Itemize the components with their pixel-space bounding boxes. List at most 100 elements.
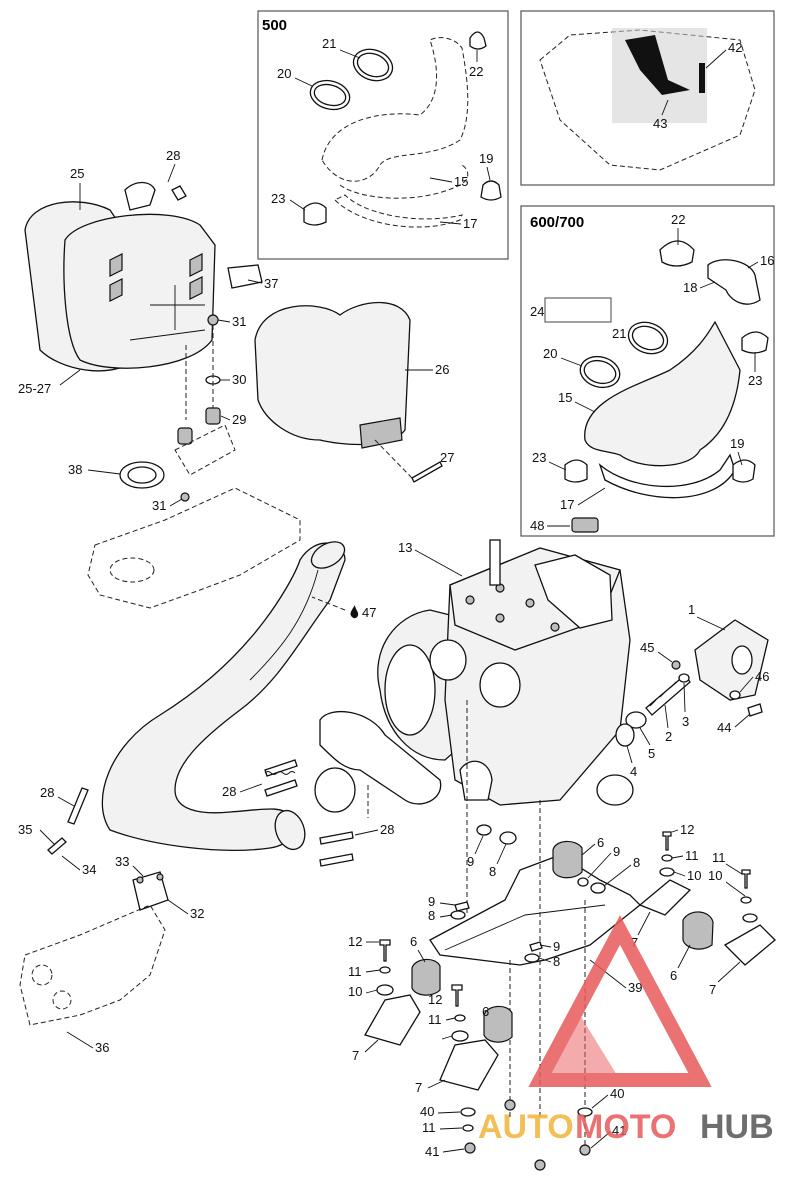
- exhaust-pipe-assembly: 47: [101, 541, 376, 851]
- washer-3: [678, 673, 690, 683]
- callout-11-center: 11: [428, 1012, 442, 1027]
- callout-9-upper: 9: [467, 854, 474, 869]
- clip-22: [469, 31, 487, 50]
- callout-23b-600: 23: [532, 450, 546, 465]
- engine-13: 13: [377, 539, 634, 806]
- clamp-19-600: [732, 459, 756, 483]
- intake-28-top: [124, 181, 156, 211]
- washer-8-left: [450, 910, 466, 920]
- callout-38: 38: [68, 462, 82, 477]
- callout-16: 16: [760, 253, 774, 268]
- nut-9-center: [529, 941, 543, 952]
- callout-23-600: 23: [748, 373, 762, 388]
- callout-23: 23: [271, 191, 285, 206]
- inset-box-chassis: 42 43: [520, 10, 775, 186]
- washer-10-center: [451, 1030, 469, 1042]
- callout-42: 42: [728, 40, 742, 55]
- washer-40-right: [577, 1107, 593, 1117]
- callout-40-left: 40: [420, 1104, 434, 1119]
- callout-7-right: 7: [631, 935, 638, 950]
- callout-8-mid: 8: [633, 855, 640, 870]
- rubber-mount-6-center: [483, 1005, 513, 1043]
- cover-26-body: [254, 301, 411, 446]
- washer-10-far: [742, 913, 758, 923]
- callout-11-right: 11: [685, 848, 699, 863]
- watermark-auto: AUTO: [478, 1108, 574, 1146]
- rubber-mount-6-right: [682, 911, 714, 950]
- nut-9-mid: [577, 877, 589, 887]
- callout-3: 3: [682, 714, 689, 729]
- tuned-pipe: [101, 542, 346, 851]
- mount-hardware: 31 30 29 38 31: [68, 314, 246, 513]
- box-title-500: 500: [262, 17, 287, 34]
- springs-28: 28 28 28 35 34: [18, 759, 394, 877]
- water-outlet: [534, 554, 613, 629]
- muffler-15-outline: [321, 37, 469, 182]
- washer-8-upper: [499, 831, 517, 845]
- mounts-left: 9 8 9 8 12 11 10 6 7 12 11 6: [348, 894, 560, 1095]
- callout-31a: 31: [232, 314, 246, 329]
- lockwasher-11-far: [740, 896, 752, 904]
- washer-40-left: [460, 1107, 476, 1117]
- callout-25-27: 25-27: [18, 381, 51, 396]
- callout-5: 5: [648, 746, 655, 761]
- nut-45: [671, 660, 681, 670]
- lockwasher-11-lower: [462, 1124, 474, 1132]
- mount-bracket-7-far: [723, 924, 776, 966]
- callout-12-left: 12: [348, 934, 362, 949]
- callout-47: 47: [362, 605, 376, 620]
- airbox-base-dashed: [87, 487, 301, 609]
- callout-10-right: 10: [687, 868, 701, 883]
- callout-6-upper: 6: [597, 835, 604, 850]
- nut-9-upper: [476, 824, 492, 836]
- bolt-12-right: [662, 831, 672, 851]
- inset-box-600-700: 600/700 22 16 18 24 21 20 23 15 19 23 17…: [520, 205, 775, 537]
- exhaust-bracket: 33 32 36: [19, 854, 204, 1055]
- callout-7-far: 7: [709, 982, 716, 997]
- watermark-logo: AUTO MOTO HUB: [478, 915, 774, 1146]
- rubber-mount-6-upper: [552, 840, 583, 879]
- callout-6-right: 6: [670, 968, 677, 983]
- inset-box-500: 500 21 20 22 19 15 23 17: [257, 10, 509, 260]
- callout-8-upper: 8: [489, 864, 496, 879]
- callout-41-right: 41: [612, 1123, 626, 1138]
- callout-11-lower-left: 11: [422, 1120, 436, 1135]
- nut-9-left: [454, 901, 470, 912]
- callout-39: 39: [628, 980, 642, 995]
- callout-26: 26: [435, 362, 449, 377]
- nut-31b: [180, 492, 190, 502]
- manifold-flange: [314, 767, 356, 813]
- watermark-moto: MOTO: [575, 1108, 676, 1146]
- callout-25: 25: [70, 166, 84, 181]
- callout-37: 37: [264, 276, 278, 291]
- watermark-hub: HUB: [700, 1108, 774, 1146]
- callout-28-right: 28: [380, 822, 394, 837]
- chassis-section-outline: [539, 29, 756, 171]
- clamp-23: [303, 202, 327, 226]
- callout-46: 46: [755, 669, 769, 684]
- callout-8-center: 8: [553, 954, 560, 969]
- callout-6-left: 6: [410, 934, 417, 949]
- callout-12-center: 12: [428, 992, 442, 1007]
- bolt-44: [747, 703, 763, 717]
- grommet-29: [205, 407, 221, 425]
- callout-43: 43: [653, 116, 667, 131]
- callout-17-600: 17: [560, 497, 574, 512]
- callout-17: 17: [463, 216, 477, 231]
- screw-27: [411, 461, 443, 483]
- callout-28-mid: 28: [222, 784, 236, 799]
- callout-19-600: 19: [730, 436, 744, 451]
- mount-bracket-7-right: [638, 879, 692, 916]
- callout-22-600: 22: [671, 212, 685, 227]
- callout-9-center: 9: [553, 939, 560, 954]
- clamp-23b-600: [564, 459, 588, 483]
- nut-31a: [207, 314, 219, 326]
- manifold-body: [319, 710, 442, 805]
- callout-10-left: 10: [348, 984, 362, 999]
- callout-31b: 31: [152, 498, 166, 513]
- box-title-600-700: 600/700: [530, 214, 584, 231]
- washer-10-right: [659, 867, 675, 877]
- callout-35: 35: [18, 822, 32, 837]
- callout-20: 20: [277, 66, 291, 81]
